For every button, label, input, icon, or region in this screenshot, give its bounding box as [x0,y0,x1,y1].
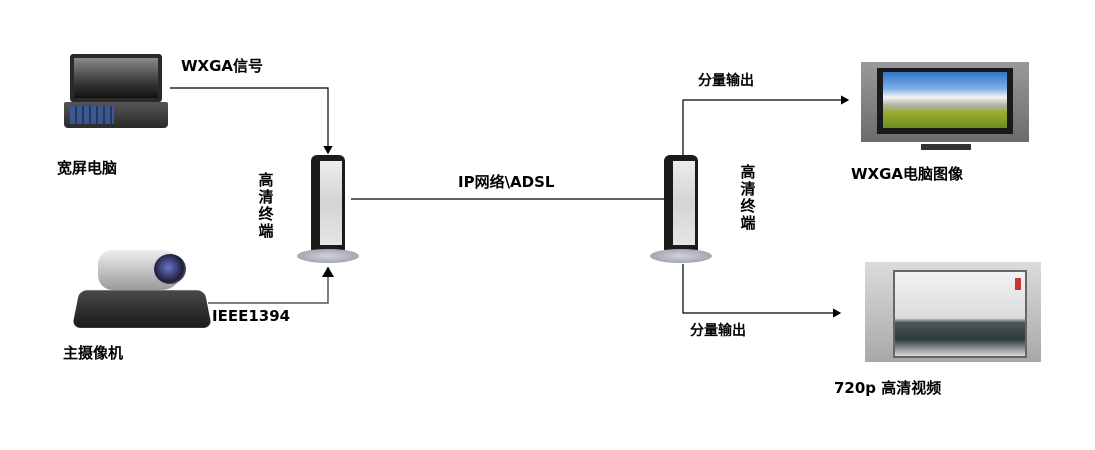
left-terminal-label-char: 清 [258,188,274,206]
right-terminal-label-char: 终 [740,197,756,215]
right-hd-terminal [650,155,712,265]
left-terminal-label-char: 终 [258,205,274,223]
laptop-label: 宽屏电脑 [57,159,118,177]
component-output-top-line [682,95,850,156]
right-terminal-label: 高 清 终 端 [739,164,757,232]
right-terminal-label-char: 端 [740,214,756,232]
wxga-monitor-image [861,62,1033,154]
ieee1394-label: IEEE1394 [212,307,291,325]
right-terminal-label-char: 清 [740,180,756,198]
wxga-signal-label: WXGA信号 [181,57,264,75]
camera-label: 主摄像机 [63,344,124,362]
left-terminal-label: 高 清 终 端 [257,172,275,240]
left-terminal-label-char: 端 [258,222,274,240]
wxga-monitor-label: WXGA电脑图像 [851,165,964,183]
component-output-top-label: 分量输出 [698,73,754,89]
wxga-signal-line [170,87,333,155]
component-output-bottom-line [682,264,842,318]
hd-display-image [865,262,1043,366]
camera-image [72,248,212,330]
left-hd-terminal [297,155,359,265]
ip-network-label: IP网络\ADSL [458,173,555,191]
laptop-image [62,52,170,132]
right-terminal-label-char: 高 [740,163,756,181]
left-terminal-label-char: 高 [258,171,274,189]
hd-display-label: 720p 高清视频 [834,379,942,397]
component-output-bottom-label: 分量输出 [690,323,746,339]
ieee1394-line [208,266,334,304]
